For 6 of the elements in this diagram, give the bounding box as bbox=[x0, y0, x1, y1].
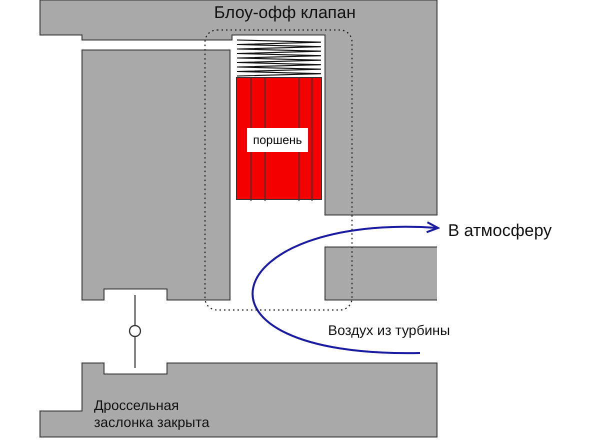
inlet-label: Воздух из турбины bbox=[328, 322, 450, 339]
throttle-label: Дроссельная заслонка закрыта bbox=[94, 397, 210, 431]
valve-title: Блоу-офф клапан bbox=[214, 3, 356, 23]
outlet-label: В атмосферу bbox=[448, 221, 552, 242]
piston bbox=[236, 77, 322, 200]
piston-label: поршень bbox=[247, 128, 308, 152]
